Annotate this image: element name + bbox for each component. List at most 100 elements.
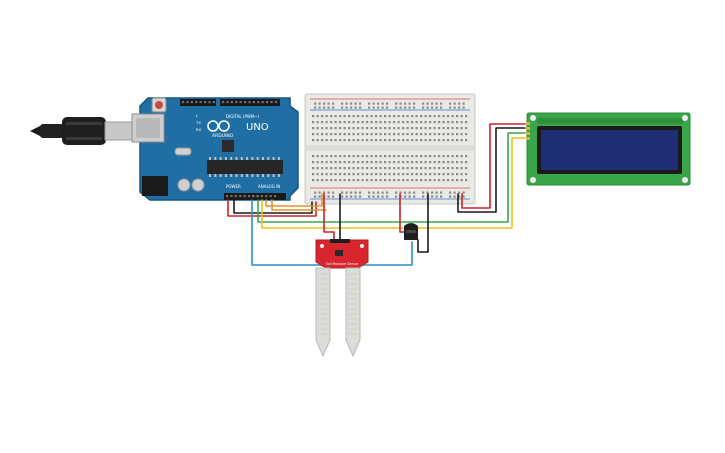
bb-hole [393,115,396,118]
bb-hole [312,127,315,130]
bb-hole [314,102,317,105]
lcd-pin-header [526,122,530,140]
bb-hole [397,155,400,158]
header-pin [269,195,272,198]
bb-hole [420,167,423,170]
bb-hole [449,102,452,105]
bb-hole [343,179,346,182]
bb-hole [384,167,387,170]
bb-hole [348,173,351,176]
header-pin [257,101,260,104]
bb-hole [438,121,441,124]
header-pin [265,195,268,198]
bb-hole [447,127,450,130]
bb-hole [442,167,445,170]
bb-hole [384,161,387,164]
bb-hole [323,102,326,105]
bb-hole [438,133,441,136]
bb-hole [451,173,454,176]
bb-hole [379,167,382,170]
bb-hole [426,102,429,105]
bb-hole [361,179,364,182]
bb-hole [460,179,463,182]
bb-hole [458,102,461,105]
bb-hole [370,127,373,130]
bb-hole [438,115,441,118]
chip-pin [277,174,280,177]
arduino-uno-board[interactable]: UNO ARDUINO DIGITAL (PWM~) POWER ANALOG … [131,97,299,201]
bb-hole [366,179,369,182]
bb-hole [402,161,405,164]
bb-hole [456,139,459,142]
bb-hole [429,155,432,158]
bb-hole [431,195,434,198]
bb-hole [440,106,443,109]
chip-pin [272,174,275,177]
bb-hole [393,167,396,170]
bb-hole [435,102,438,105]
bb-hole [318,106,321,109]
bb-hole [330,127,333,130]
bb-hole [321,115,324,118]
breadboard[interactable] [304,93,476,205]
bb-hole [388,127,391,130]
wire-lcd-gnd [457,127,526,213]
bb-hole [368,102,371,105]
bb-hole [366,139,369,142]
lcd-mount-hole-tr [682,115,688,121]
bb-hole [451,127,454,130]
bb-hole [442,133,445,136]
soil-sensor-label: Soil Moisture Sensor [326,262,359,266]
bb-hole [321,155,324,158]
bb-hole [368,106,371,109]
bb-hole [388,179,391,182]
header-pin [208,101,211,104]
bb-hole [465,167,468,170]
bb-hole [447,155,450,158]
bb-hole [327,195,330,198]
bb-hole [316,167,319,170]
bb-hole [424,115,427,118]
bb-hole [435,195,438,198]
bb-hole [399,191,402,194]
header-pin [244,101,247,104]
bb-hole [465,127,468,130]
bb-hole [370,121,373,124]
bb-hole [447,173,450,176]
temperature-sensor[interactable] [404,223,418,240]
wire-arduino-to-bb-orange-2 [271,199,327,211]
bb-hole [388,133,391,136]
chip-pin [240,174,243,177]
bb-hole [343,139,346,142]
lcd-16x2[interactable] [526,112,691,186]
bb-hole [411,133,414,136]
bb-hole [350,195,353,198]
bb-hole [388,161,391,164]
bb-hole [408,195,411,198]
soil-moisture-sensor[interactable]: Soil Moisture Sensor [315,239,369,358]
bb-hole [348,121,351,124]
bb-hole [370,161,373,164]
lcd-screen [541,130,678,170]
bb-hole [352,167,355,170]
header-pin [239,101,242,104]
header-pin [270,101,273,104]
bb-hole [325,167,328,170]
bb-hole [415,133,418,136]
bb-hole [334,167,337,170]
header-pin [252,101,255,104]
bb-hole [361,155,364,158]
bb-hole [343,121,346,124]
bb-hole [462,106,465,109]
bb-hole [424,167,427,170]
bb-hole [325,155,328,158]
bb-hole [348,127,351,130]
bb-hole [426,106,429,109]
bb-hole [325,179,328,182]
bb-hole [429,161,432,164]
bb-hole [413,191,416,194]
bb-hole [330,167,333,170]
usb-cable-strain-relief [40,124,64,138]
bb-hole [359,191,362,194]
bb-hole [330,155,333,158]
